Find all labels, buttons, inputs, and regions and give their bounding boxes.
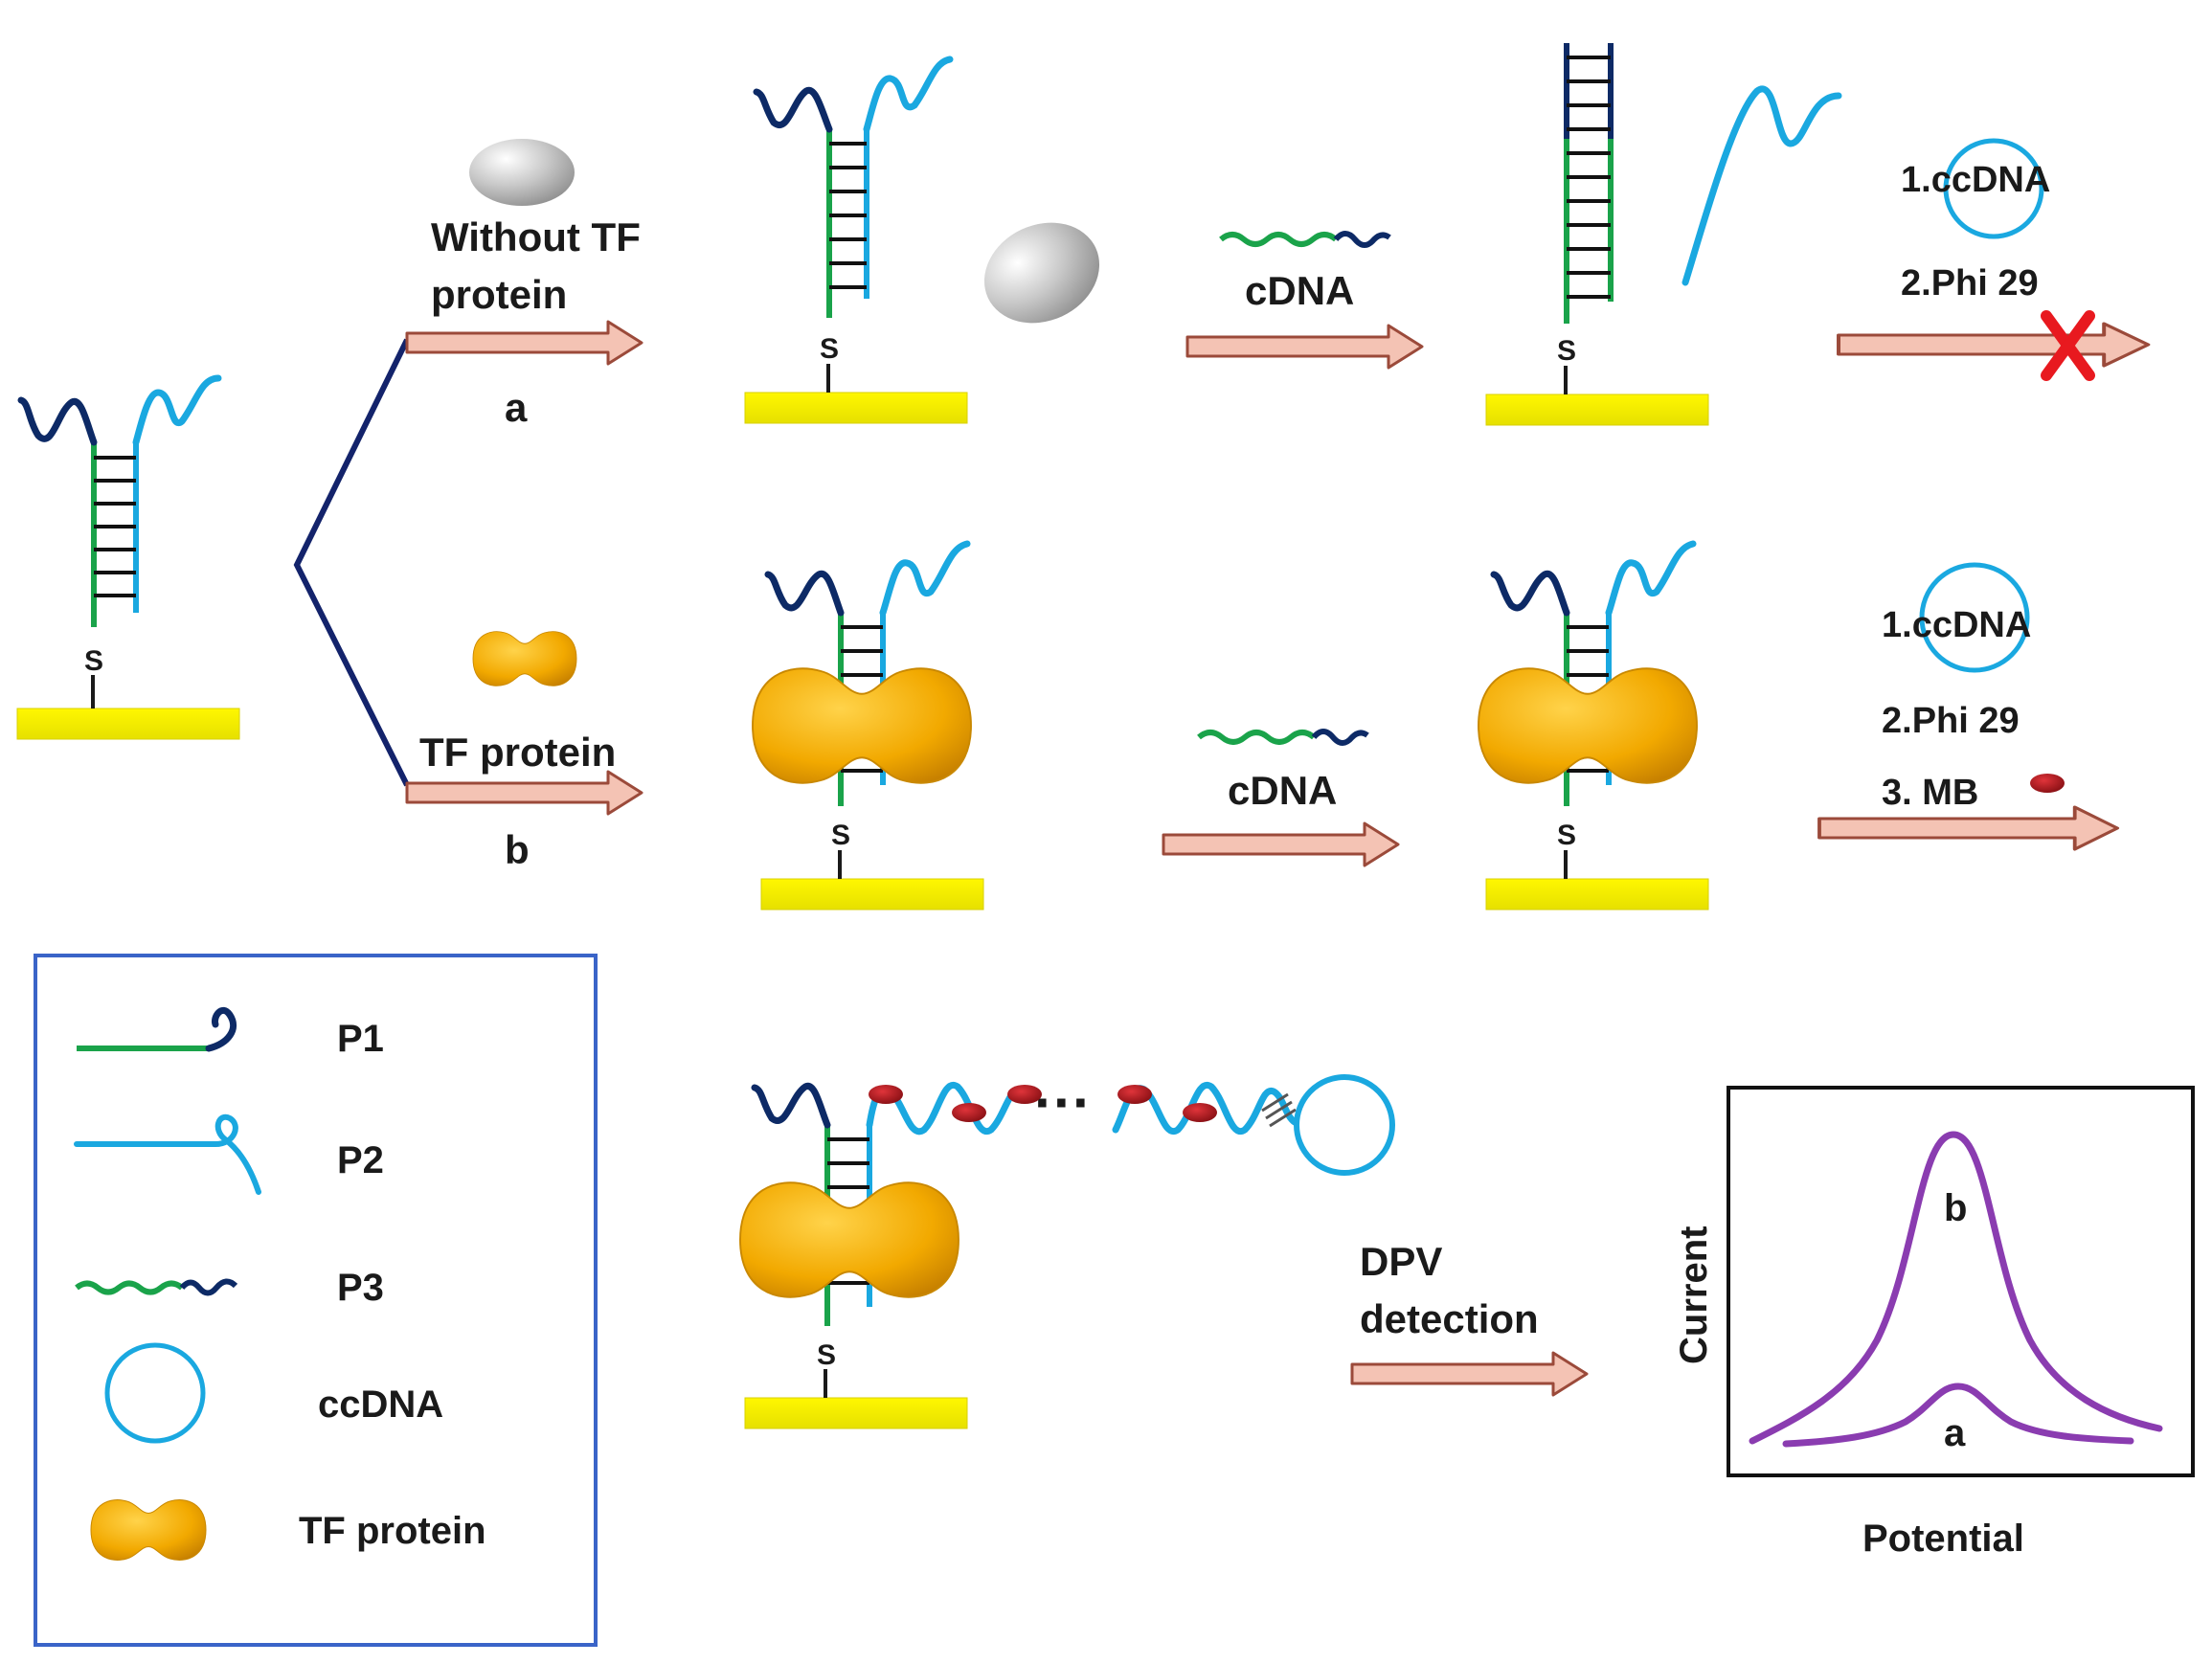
p3-strand-icon: [75, 1278, 238, 1296]
sulfur-label: S: [817, 1339, 836, 1371]
gold-electrode: [1485, 394, 1709, 426]
probe-no-tf: S: [744, 56, 968, 424]
legend-label-ccdna: ccDNA: [318, 1383, 443, 1426]
legend-label-tf: TF protein: [299, 1510, 486, 1552]
legend-label-p1: P1: [337, 1018, 384, 1060]
ccdna-circle-icon: [1943, 138, 2044, 239]
p1-overhang: [17, 396, 98, 446]
mb-molecule-icon: [869, 1085, 903, 1104]
mb-molecule-icon: [2030, 774, 2065, 793]
p2-overhang: [132, 374, 222, 446]
tf-protein-icon: [472, 631, 577, 686]
p2-strand-icon: [74, 1113, 261, 1195]
p1-strand-icon: [77, 1006, 237, 1052]
top-step2-label: 2.Phi 29: [1901, 263, 2039, 304]
gold-electrode: [16, 708, 240, 740]
rca-product: S ···: [739, 1070, 1395, 1429]
gold-electrode: [1485, 878, 1709, 911]
base-pairs: [94, 456, 136, 597]
probe-tf-protected: S: [1478, 540, 1709, 911]
branch-lines: [293, 338, 410, 787]
tf-protein-bound: [739, 1181, 959, 1298]
top-step1-label: 1.ccDNA: [1901, 160, 2050, 200]
dpv-plot: b a Current Potential: [1673, 1086, 2195, 1560]
blocked-cross-icon: [2041, 310, 2095, 381]
arrow-cdna-top: [1185, 324, 1424, 370]
cdna-label-top: cDNA: [1245, 268, 1354, 313]
mb-molecule-icon: [1183, 1103, 1217, 1122]
sulfur-label: S: [1557, 335, 1576, 367]
gold-electrode: [744, 1397, 968, 1429]
sulfur-label: S: [1557, 820, 1576, 851]
legend-label-p3: P3: [337, 1267, 384, 1309]
released-p2-strand: [1682, 85, 1842, 286]
mb-molecule-icon: [1117, 1085, 1152, 1104]
arrow-rca-top: [1837, 322, 2151, 368]
legend-label-p2: P2: [337, 1139, 384, 1181]
initial-probe: S: [16, 374, 240, 740]
curve-a: [1782, 1383, 2134, 1448]
arrow-cdna-bottom: [1162, 821, 1400, 867]
without-tf-label-2: protein: [431, 272, 567, 317]
path-b-label: b: [505, 827, 530, 872]
ccdna-circle-icon: [1919, 562, 2030, 673]
p3-strand-top: [1219, 232, 1338, 247]
ccdna-circle-icon: [104, 1342, 206, 1444]
dpv-label-1: DPV: [1360, 1239, 1442, 1284]
probe-tf-bound: S: [752, 540, 984, 911]
mb-molecule-icon: [952, 1103, 986, 1122]
cdna-label-bottom: cDNA: [1228, 768, 1337, 813]
sulfur-label: S: [820, 333, 839, 365]
x-axis-label: Potential: [1862, 1518, 2024, 1560]
dpv-label-2: detection: [1360, 1296, 1539, 1341]
curve-b-label: b: [1944, 1187, 1967, 1229]
p3-strand-bottom: [1197, 730, 1316, 745]
arrow-path-b: [405, 770, 643, 816]
without-tf-label-1: Without TF: [431, 214, 641, 259]
bottom-step1-label: 1.ccDNA: [1882, 605, 2031, 645]
mb-molecule-icon: [1007, 1085, 1042, 1104]
ellipsis-dots: ···: [1034, 1070, 1092, 1135]
tf-protein-bound: [752, 667, 972, 784]
bottom-step3-label: 3. MB: [1882, 773, 1978, 813]
non-specific-protein-icon: [983, 222, 1100, 324]
ccdna-circle-icon: [1294, 1074, 1395, 1176]
arrow-dpv: [1350, 1351, 1589, 1397]
path-a-label: a: [505, 385, 528, 430]
arrow-path-a: [405, 320, 643, 366]
arrow-rca-bottom: [1817, 805, 2120, 851]
gold-electrode: [744, 392, 968, 424]
curve-a-label: a: [1944, 1412, 1966, 1454]
probe-displaced: S: [1485, 43, 1709, 426]
bottom-step2-label: 2.Phi 29: [1882, 701, 2020, 741]
tf-protein-label: TF protein: [419, 730, 616, 775]
sulfur-label: S: [84, 645, 103, 677]
sulfur-label: S: [831, 820, 850, 851]
gold-electrode: [760, 878, 984, 911]
primer-hybrid: [1261, 1092, 1297, 1128]
curve-b: [1749, 1131, 2163, 1445]
y-axis-label: Current: [1673, 1226, 1715, 1364]
tf-protein-bound: [1478, 667, 1698, 784]
non-specific-protein-icon: [469, 139, 575, 206]
